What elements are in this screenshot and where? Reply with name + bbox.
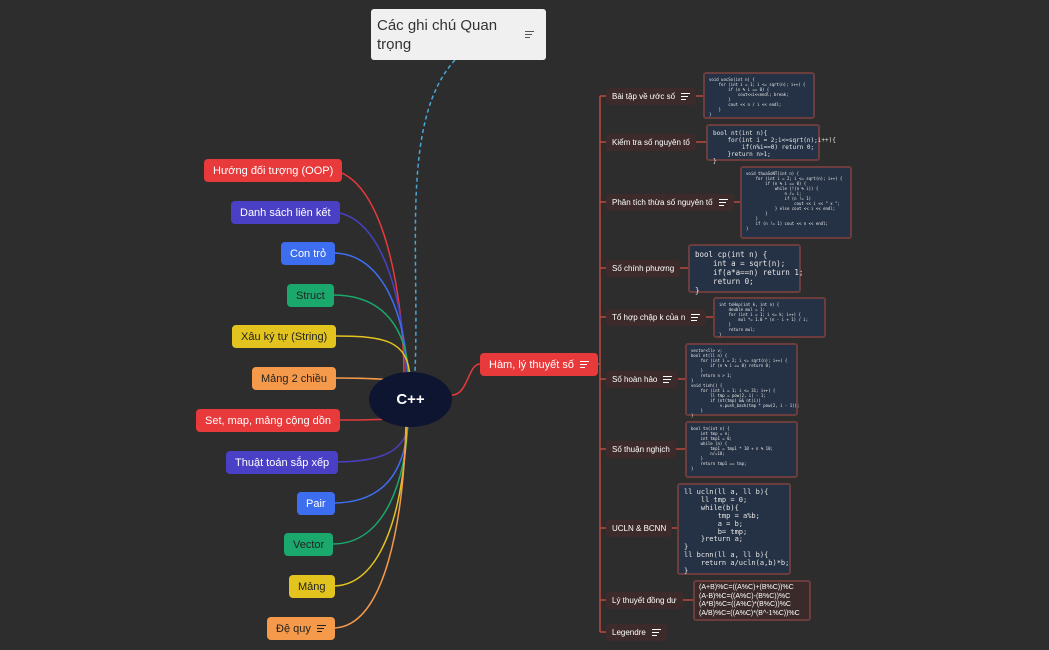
topic-struct[interactable]: Struct — [287, 284, 334, 307]
topic-array[interactable]: Mảng — [289, 575, 335, 598]
subtopic-label: Kiểm tra số nguyên tố — [612, 138, 690, 147]
topic-pair[interactable]: Pair — [297, 492, 335, 515]
subtopic-gcd-lcm[interactable]: UCLN & BCNN — [606, 520, 673, 537]
link-main-right — [451, 363, 481, 396]
code-prime-factor: void thuaSoNT(int n) { for (int i = 2; i… — [740, 166, 852, 239]
topic-label: Mảng 2 chiều — [261, 372, 328, 385]
topic-vector[interactable]: Vector — [284, 533, 334, 556]
topic-set-map[interactable]: Set, map, mảng cộng dồn — [196, 409, 340, 432]
topic-label: Vector — [293, 538, 325, 551]
note-topic[interactable]: Các ghi chú Quan trọng — [371, 9, 546, 60]
code-square: bool cp(int n) { int a = sqrt(n); if(a*a… — [688, 244, 803, 295]
topic-label: Con trỏ — [290, 247, 327, 260]
topic-label: Thuật toán sắp xếp — [235, 456, 330, 469]
link-pointer — [332, 252, 409, 379]
subtopic-legendre[interactable]: Legendre — [606, 624, 667, 641]
notes-icon — [316, 623, 326, 634]
root-label: C++ — [396, 391, 425, 408]
link-note — [414, 59, 456, 373]
subtopic-label: Bài tập về ước số — [612, 92, 676, 101]
subtopic-prime-factor[interactable]: Phân tích thừa số nguyên tố — [606, 194, 734, 211]
subtopic-combination[interactable]: Tổ hợp chập k của n — [606, 309, 707, 326]
topic-label: Xâu ký tự (String) — [241, 330, 328, 343]
subtopic-prime-check[interactable]: Kiểm tra số nguyên tố — [606, 134, 696, 151]
topic-label: Set, map, mảng cộng dồn — [205, 414, 331, 427]
subtopic-label: Phân tích thừa số nguyên tố — [612, 198, 713, 207]
notes-icon — [579, 359, 589, 370]
notes-icon — [663, 374, 673, 385]
note-topic-label: Các ghi chú Quan trọng — [377, 16, 498, 53]
topic-pointer[interactable]: Con trỏ — [281, 242, 336, 265]
code-gcd-lcm: ll ucln(ll a, ll b){ ll tmp = 0; while(b… — [677, 483, 791, 575]
topic-number-theory[interactable]: Hàm, lý thuyết số — [480, 353, 598, 376]
topic-oop[interactable]: Hướng đối tượng (OOP) — [204, 159, 343, 182]
code-palindrome: bool tn(int n) { int tmp = n; int tmp1 =… — [685, 421, 798, 478]
link-recursion — [332, 419, 407, 629]
notes-icon — [681, 91, 691, 102]
topic-linked-list[interactable]: Danh sách liên kết — [231, 201, 340, 224]
topic-sort[interactable]: Thuật toán sắp xếp — [226, 451, 339, 474]
topic-recursion[interactable]: Đệ quy — [267, 617, 335, 640]
topic-string[interactable]: Xâu ký tự (String) — [232, 325, 337, 348]
topic-label: Mảng — [298, 580, 326, 593]
topic-label: Pair — [306, 497, 326, 510]
topic-label: Hàm, lý thuyết số — [489, 358, 574, 371]
topic-2d-array[interactable]: Mảng 2 chiều — [252, 367, 337, 390]
notes-icon — [718, 197, 728, 208]
code-perfect: vector<ll> v; bool nt(ll n) { for (int i… — [685, 343, 799, 418]
code-modular: (A+B)%C=((A%C)+(B%C))%C (A-B)%C=((A%C)-(… — [693, 580, 811, 621]
subtopic-label: Legendre — [612, 628, 646, 637]
code-combination: int toHop(int k, int n) { double mul = 1… — [713, 297, 826, 338]
link-string — [332, 335, 411, 379]
subtopic-divisors[interactable]: Bài tập về ước số — [606, 88, 697, 105]
code-prime-check: bool nt(int n){ for(int i = 2;i<=sqrt(n)… — [706, 124, 836, 165]
subtopic-square[interactable]: Số chính phương — [606, 260, 681, 277]
link-oop — [329, 169, 405, 379]
topic-label: Danh sách liên kết — [240, 206, 331, 219]
subtopic-label: Tổ hợp chập k của n — [612, 313, 686, 322]
topic-label: Struct — [296, 289, 325, 302]
link-linked-list — [329, 211, 407, 379]
notes-icon — [525, 29, 534, 40]
subtopic-label: UCLN & BCNN — [612, 524, 667, 533]
notes-icon — [651, 627, 661, 638]
code-divisors: void uocSo(int n) { for (int i = 1; i <=… — [703, 72, 815, 119]
topic-label: Hướng đối tượng (OOP) — [213, 164, 334, 177]
subtopic-modular[interactable]: Lý thuyết đồng dư — [606, 592, 683, 609]
notes-icon — [691, 312, 701, 323]
link-sort — [332, 419, 410, 463]
subtopic-perfect[interactable]: Số hoàn hảo — [606, 371, 679, 388]
subtopic-label: Lý thuyết đồng dư — [612, 596, 677, 605]
subtopic-label: Số chính phương — [612, 264, 675, 273]
subtopic-label: Số hoàn hảo — [612, 375, 658, 384]
topic-label: Đệ quy — [276, 622, 311, 635]
subtopic-label: Số thuận nghịch — [612, 445, 670, 454]
root-topic[interactable]: C++ — [369, 372, 452, 427]
subtopic-palindrome[interactable]: Số thuận nghịch — [606, 441, 676, 458]
